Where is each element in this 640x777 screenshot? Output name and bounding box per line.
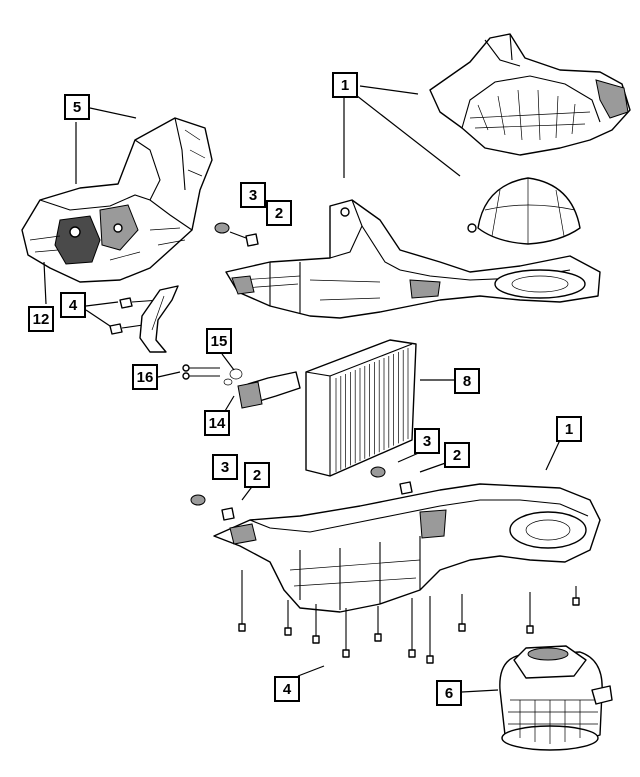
- callout-14: 14: [204, 410, 230, 436]
- callout-2-upper: 2: [266, 200, 292, 226]
- callout-16: 16: [132, 364, 158, 390]
- distribution-module: [21, 117, 213, 283]
- callout-4-bottom: 4: [274, 676, 300, 702]
- blower-motor: [499, 645, 613, 751]
- leader-lines: [43, 85, 561, 693]
- upper-case: [225, 199, 601, 319]
- callout-3-lower: 3: [212, 454, 238, 480]
- blower-inlet-dome: [467, 177, 581, 245]
- callout-3-upper: 3: [240, 182, 266, 208]
- callout-12: 12: [28, 306, 54, 332]
- evaporator-core: [237, 339, 417, 477]
- lower-screws: [238, 570, 580, 664]
- callout-1-top: 1: [332, 72, 358, 98]
- callout-8: 8: [454, 368, 480, 394]
- callout-4-left: 4: [60, 292, 86, 318]
- callout-3-mid: 3: [414, 428, 440, 454]
- callout-15: 15: [206, 328, 232, 354]
- lower-case: [213, 483, 601, 613]
- grommets-lower: [190, 466, 413, 521]
- callout-1-bottom: 1: [556, 416, 582, 442]
- callout-2-mid: 2: [444, 442, 470, 468]
- callout-5: 5: [64, 94, 90, 120]
- callout-6: 6: [436, 680, 462, 706]
- callout-2-lower: 2: [244, 462, 270, 488]
- blower-upper-housing: [429, 33, 631, 156]
- evaporator-bolts-and-seals: [182, 364, 243, 386]
- drain-duct: [139, 285, 179, 353]
- grommet-and-screw-upper: [214, 222, 259, 247]
